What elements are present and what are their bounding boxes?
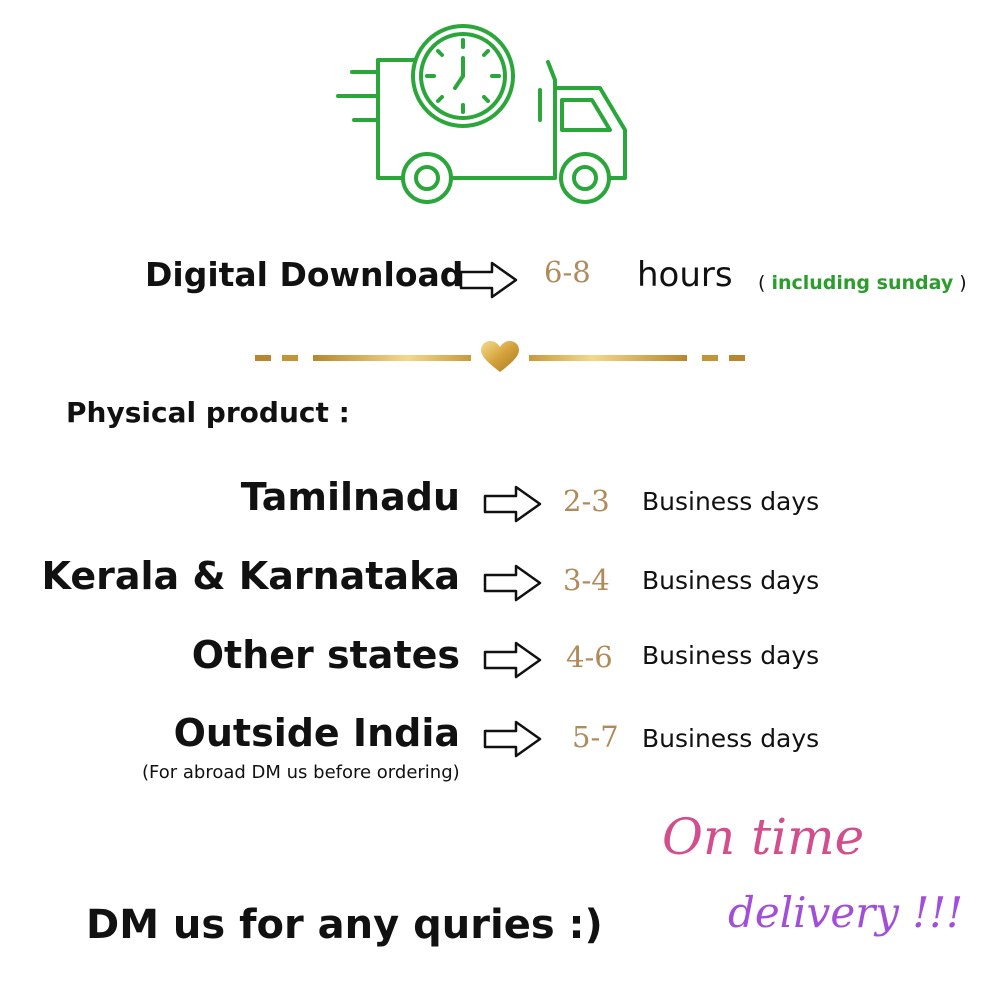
arrow-right-outline-icon	[483, 720, 542, 758]
range-tamilnadu: 2-3	[563, 484, 610, 518]
region-kerala-karnataka: Kerala & Karnataka	[41, 554, 460, 598]
note-open-paren: (	[758, 272, 772, 294]
arrow-right-outline-icon	[483, 485, 542, 523]
arrow-right-outline-icon	[483, 564, 542, 602]
region-outside-india: Outside India	[173, 711, 460, 755]
digital-download-unit: hours	[637, 255, 733, 295]
dm-footer-text: DM us for any quries :)	[86, 902, 603, 948]
delivery-truck-clock-icon	[336, 24, 627, 204]
note-close-paren: )	[953, 272, 967, 294]
range-other-states: 4-6	[566, 640, 613, 674]
arrow-right-outline-icon	[459, 261, 518, 299]
region-other-states: Other states	[191, 633, 460, 677]
note-text: including sunday	[771, 272, 954, 294]
unit-tamilnadu: Business days	[642, 487, 820, 516]
arrow-right-outline-icon	[483, 641, 542, 679]
digital-download-label: Digital Download	[145, 255, 464, 294]
range-outside-india: 5-7	[572, 720, 619, 754]
tagline-on-time: On time	[662, 808, 865, 866]
region-tamilnadu: Tamilnadu	[240, 475, 460, 519]
physical-product-heading: Physical product :	[66, 396, 350, 429]
abroad-note: (For abroad DM us before ordering)	[142, 762, 460, 783]
tagline-delivery: delivery !!!	[728, 888, 963, 937]
unit-kerala-karnataka: Business days	[642, 566, 820, 595]
digital-download-range: 6-8	[544, 255, 591, 289]
unit-other-states: Business days	[642, 641, 820, 670]
gold-divider	[255, 341, 745, 372]
digital-download-note: ( including sunday )	[758, 272, 967, 294]
range-kerala-karnataka: 3-4	[563, 563, 610, 597]
unit-outside-india: Business days	[642, 724, 820, 753]
heart-icon	[481, 341, 519, 372]
